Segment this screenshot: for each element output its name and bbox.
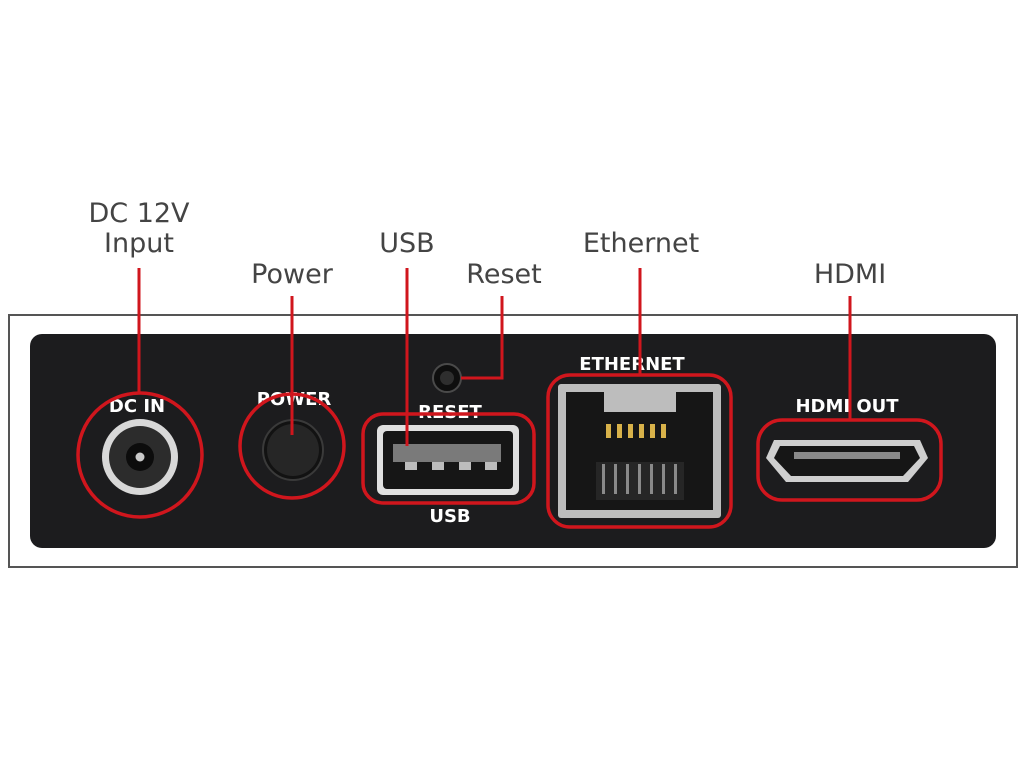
- panel-label-ethernet: ETHERNET: [579, 354, 685, 375]
- ethernet-port: [558, 384, 721, 518]
- callout-hdmi: HDMI: [814, 259, 886, 290]
- reset-pinhole[interactable]: [432, 363, 462, 393]
- callout-reset: Reset: [466, 259, 541, 290]
- usb-port: [377, 425, 519, 495]
- callout-power: Power: [251, 259, 334, 290]
- power-button[interactable]: [262, 419, 324, 481]
- panel-label-usb: USB: [429, 506, 470, 527]
- hdmi-port: [766, 440, 928, 482]
- panel-label-hdmi-out: HDMI OUT: [795, 396, 899, 417]
- callout-dc-input-line1: DC 12V: [88, 198, 190, 229]
- dc-in-jack: [102, 419, 178, 495]
- callout-usb: USB: [379, 228, 434, 259]
- callout-dc-input-line2: Input: [104, 228, 174, 259]
- panel-label-dc-in: DC IN: [109, 396, 165, 417]
- panel-label-power: POWER: [257, 389, 332, 410]
- reset-leader-line: [461, 296, 504, 380]
- callout-ethernet: Ethernet: [583, 228, 699, 259]
- usb-highlight-ring: [361, 412, 536, 505]
